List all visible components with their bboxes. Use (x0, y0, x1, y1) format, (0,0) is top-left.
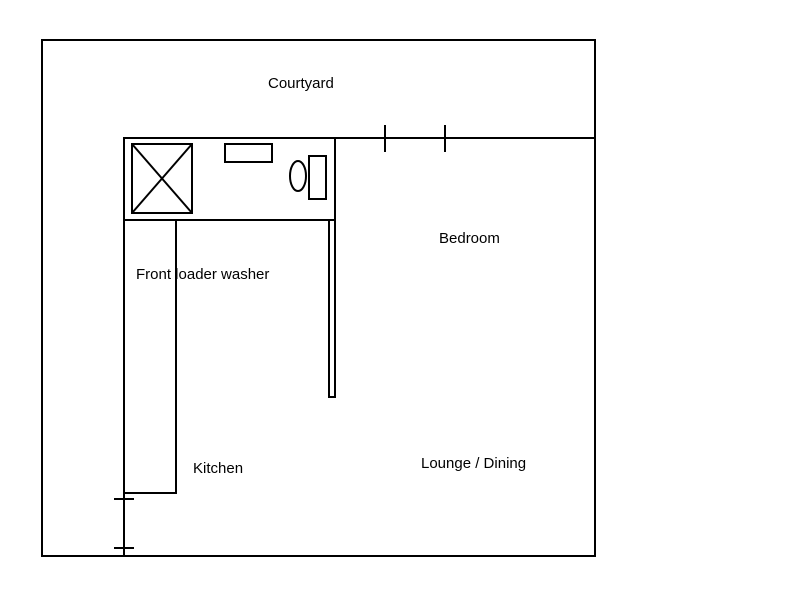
toilet-cistern (308, 155, 327, 200)
shower-cross-line-2 (131, 143, 193, 214)
kitchen-bench-outline (124, 220, 177, 494)
courtyard-label: Courtyard (268, 75, 334, 92)
front-loader-washer-label: Front loader washer (136, 266, 269, 283)
vanity-fixture (224, 143, 273, 163)
partition-wall (328, 219, 336, 398)
toilet-bowl (289, 160, 307, 192)
bedroom-label: Bedroom (439, 230, 500, 247)
lounge-dining-label: Lounge / Dining (421, 455, 526, 472)
bathroom-room (123, 137, 336, 221)
kitchen-label: Kitchen (193, 460, 243, 477)
outer-boundary-wall (41, 39, 596, 557)
